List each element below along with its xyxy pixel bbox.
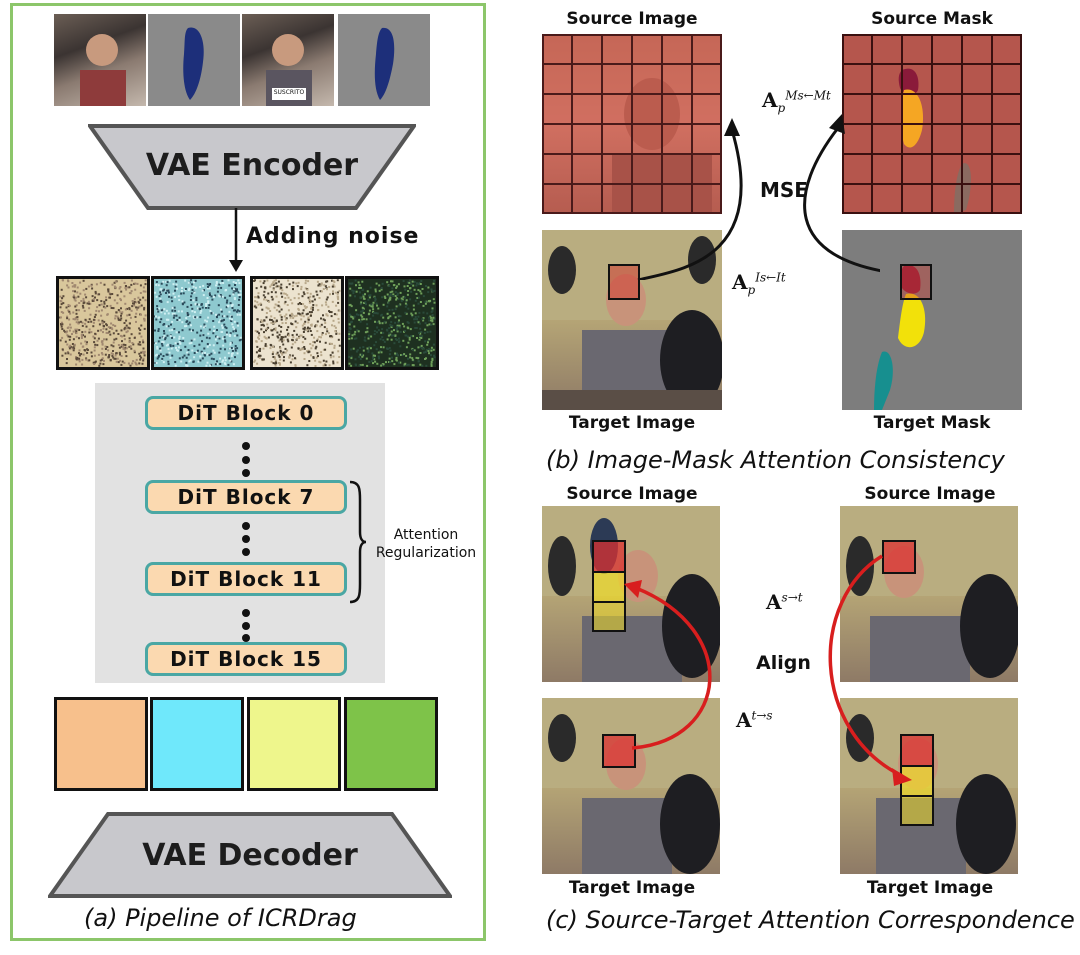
ellipsis-dot [242, 522, 250, 530]
ellipsis-dot [242, 622, 250, 630]
ellipsis-dot [242, 634, 250, 642]
vae-encoder: VAE Encoder [86, 124, 418, 210]
vae-decoder: VAE Decoder [46, 812, 454, 898]
dit-backbone [95, 383, 385, 683]
left-source-image-label: Source Image [566, 484, 698, 504]
left-target-image [542, 698, 720, 874]
input-mask-thumbnail [148, 14, 240, 106]
person-illustration [542, 230, 722, 410]
vae-encoder-label: VAE Encoder [145, 148, 359, 183]
attn-image-sub: p [747, 283, 756, 297]
noisy-latent [345, 276, 439, 370]
query-patch [900, 264, 932, 300]
output-latent [247, 697, 341, 791]
ellipsis-dot [242, 548, 250, 556]
mask-shape [874, 265, 926, 410]
target-image-label: Target Image [568, 413, 696, 433]
caption-a: (a) Pipeline of ICRDrag [84, 904, 357, 932]
grid-lines [542, 34, 722, 214]
image-attention-symbol: ApIs←It [732, 270, 786, 297]
dit-block-11: DiT Block 11 [145, 562, 347, 596]
output-latent [54, 697, 148, 791]
ellipsis-dot [242, 535, 250, 543]
adding-noise-label: Adding noise [246, 224, 420, 249]
edited-image-thumbnail: SUSCRITO [242, 14, 334, 106]
left-source-image [542, 506, 720, 682]
edited-mask-thumbnail [338, 14, 430, 106]
noisy-latent [151, 276, 245, 370]
source-to-target-symbol: As→t [766, 590, 803, 614]
right-source-image-label: Source Image [864, 484, 996, 504]
caption-c: (c) Source-Target Attention Corresponden… [546, 906, 1075, 934]
source-image-label: Source Image [566, 9, 698, 29]
ellipsis-dot [242, 456, 250, 464]
attn-ts-base: A [736, 708, 752, 732]
attn-st-sup: s→t [781, 590, 803, 605]
source-query-patch [882, 540, 916, 574]
thumbnail-text: SUSCRITO [273, 89, 305, 96]
attn-image-base: A [732, 270, 748, 294]
attn-ts-sup: t→s [751, 708, 773, 723]
patch-red [902, 736, 932, 767]
dit-block-15: DiT Block 15 [145, 642, 347, 676]
person-illustration [542, 506, 720, 682]
target-to-source-symbol: At→s [736, 708, 773, 732]
patch-yellow [902, 797, 932, 824]
output-latent [150, 697, 244, 791]
vae-decoder-label: VAE Decoder [142, 838, 358, 873]
patch-red [594, 542, 624, 573]
ellipsis-dot [242, 442, 250, 450]
query-patch [608, 264, 640, 300]
caption-b: (b) Image-Mask Attention Consistency [546, 446, 1005, 474]
align-arrows [624, 554, 912, 786]
output-latent [344, 697, 438, 791]
mask-shape [898, 68, 971, 214]
left-target-image-label: Target Image [568, 878, 696, 898]
align-label: Align [756, 652, 811, 674]
source-patch-column [592, 540, 626, 632]
source-mask-label: Source Mask [871, 9, 993, 29]
attn-st-base: A [766, 590, 782, 614]
patch-yellow [902, 767, 932, 797]
target-query-patch [602, 734, 636, 768]
noisy-latent [250, 276, 344, 370]
person-illustration [80, 34, 126, 106]
noisy-latent [56, 276, 150, 370]
attn-image-sup: Is←It [755, 270, 786, 285]
mask-shape [374, 27, 395, 100]
ellipsis-dot [242, 469, 250, 477]
target-mask-label: Target Mask [873, 413, 991, 433]
person-illustration [266, 34, 312, 106]
mse-label: MSE [760, 178, 808, 202]
ellipsis-dot [242, 609, 250, 617]
person-illustration [542, 698, 720, 874]
attention-regularization-line2: Regularization [375, 545, 477, 561]
patch-yellow [594, 573, 624, 603]
mask-shape [183, 27, 204, 100]
target-mask [842, 230, 1022, 410]
down-arrow-icon [229, 208, 243, 272]
attn-mask-sup: Ms←Mt [785, 88, 831, 103]
attention-regularization-label: Attention Regularization [364, 526, 488, 562]
target-image [542, 230, 722, 410]
attention-regularization-line1: Attention [393, 527, 459, 543]
dit-block-0: DiT Block 0 [145, 396, 347, 430]
right-target-image-label: Target Image [866, 878, 994, 898]
mask-attention-symbol: ApMs←Mt [762, 88, 831, 115]
pipeline-panel [10, 3, 486, 941]
brace-icon [349, 480, 367, 604]
patch-yellow [594, 603, 624, 630]
attn-mask-sub: p [777, 101, 786, 115]
attn-mask-base: A [762, 88, 778, 112]
dit-block-7: DiT Block 7 [145, 480, 347, 514]
mse-arrows [637, 114, 880, 280]
input-image-thumbnail [54, 14, 146, 106]
